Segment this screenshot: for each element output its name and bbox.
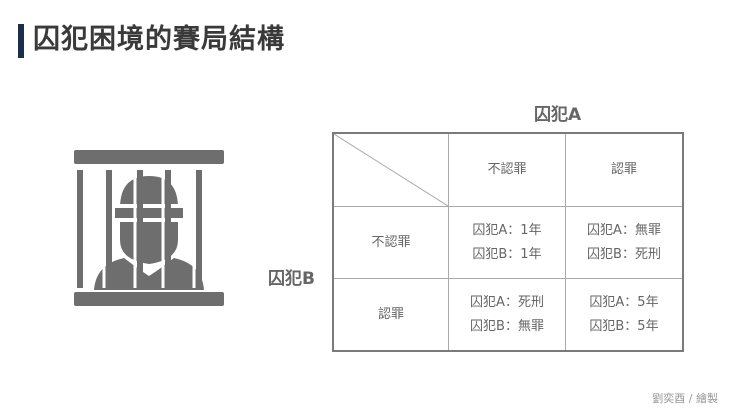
payoff-cell: 囚犯A：1年 囚犯B：1年 (448, 206, 566, 279)
payoff-line-a: 囚犯A：無罪 (587, 222, 661, 238)
author-credit: 劉奕酉 / 繪製 (652, 392, 718, 405)
page-title: 囚犯困境的賽局結構 (33, 24, 285, 55)
column-header-confess: 認罪 (565, 132, 684, 207)
row-player-label: 囚犯B (268, 269, 315, 289)
prisoner-behind-bars-icon (74, 150, 224, 306)
column-header-deny: 不認罪 (448, 132, 566, 207)
payoff-line-a: 囚犯A：1年 (472, 222, 542, 238)
payoff-cell: 囚犯A：死刑 囚犯B：無罪 (448, 278, 566, 352)
payoff-line-a: 囚犯A：5年 (589, 294, 659, 310)
column-player-label: 囚犯A (534, 105, 582, 125)
row-header-confess: 認罪 (332, 278, 449, 352)
payoff-line-b: 囚犯B：死刑 (587, 246, 661, 262)
payoff-line-a: 囚犯A：死刑 (470, 294, 544, 310)
payoff-line-b: 囚犯B：1年 (472, 246, 542, 262)
title-accent-bar (18, 24, 24, 58)
matrix-corner (332, 132, 449, 207)
payoff-cell: 囚犯A：5年 囚犯B：5年 (565, 278, 684, 352)
payoff-line-b: 囚犯B：無罪 (470, 318, 544, 334)
diagonal-divider (334, 134, 448, 206)
payoff-cell: 囚犯A：無罪 囚犯B：死刑 (565, 206, 684, 279)
payoff-line-b: 囚犯B：5年 (589, 318, 659, 334)
payoff-matrix: 不認罪 認罪 不認罪 囚犯A：1年 囚犯B：1年 囚犯A：無罪 囚犯B：死刑 認… (332, 132, 684, 352)
row-header-deny: 不認罪 (332, 206, 449, 279)
